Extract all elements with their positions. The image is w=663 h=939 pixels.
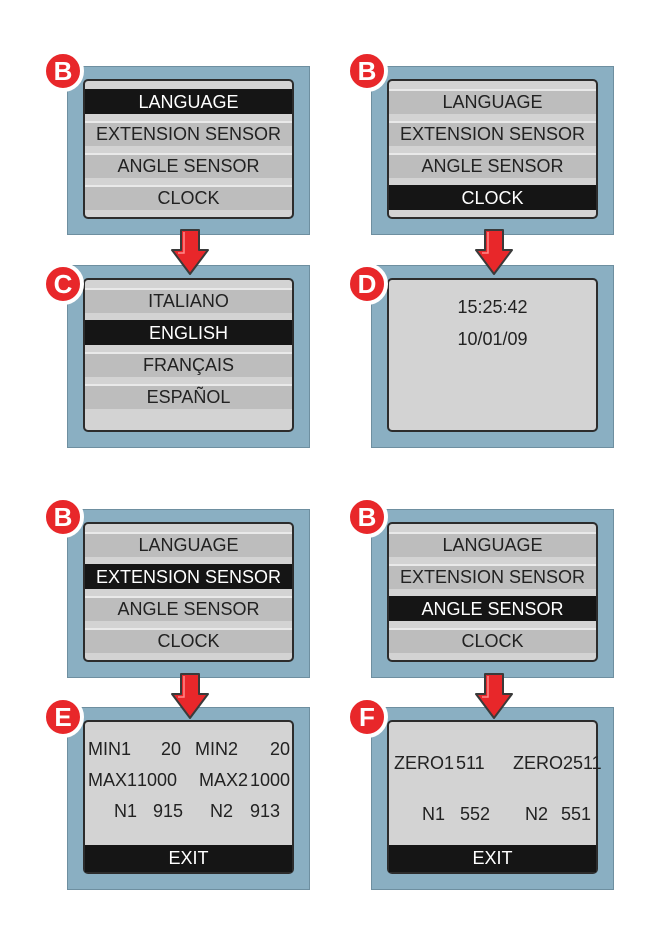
n1-label: N1 [114, 801, 138, 821]
max2-value: 1000 [250, 770, 291, 790]
language-panel: ITALIANO ENGLISH FRANÇAIS ESPAÑOL [67, 265, 310, 448]
max1-value: 1000 [137, 770, 178, 790]
n2-label: N2 [210, 801, 234, 821]
step-badge-b: B [346, 50, 388, 92]
lcd-screen: LANGUAGE EXTENSION SENSOR ANGLE SENSOR C… [387, 522, 598, 662]
language-item-italiano[interactable]: ITALIANO [85, 288, 292, 313]
down-arrow-icon [171, 673, 209, 719]
angle-panel: ZERO1 511 ZERO2 511 N1 552 N2 551 EXIT [371, 707, 614, 890]
down-arrow-icon [475, 673, 513, 719]
menu-panel-language: LANGUAGE EXTENSION SENSOR ANGLE SENSOR C… [67, 66, 310, 235]
step-badge-b: B [42, 496, 84, 538]
menu-item-language[interactable]: LANGUAGE [85, 532, 292, 557]
menu-item-extension-sensor[interactable]: EXTENSION SENSOR [85, 564, 292, 589]
lcd-screen: LANGUAGE EXTENSION SENSOR ANGLE SENSOR C… [83, 79, 294, 219]
menu-item-extension-sensor[interactable]: EXTENSION SENSOR [389, 121, 596, 146]
lcd-screen: LANGUAGE EXTENSION SENSOR ANGLE SENSOR C… [83, 522, 294, 662]
menu-panel-clock: LANGUAGE EXTENSION SENSOR ANGLE SENSOR C… [371, 66, 614, 235]
n1-value: 552 [460, 804, 491, 824]
n2-value: 551 [561, 804, 592, 824]
clock-date: 10/01/09 [457, 329, 528, 349]
extension-panel: MIN1 20 MIN2 20 MAX1 1000 MAX2 1000 N1 9… [67, 707, 310, 890]
menu-item-angle-sensor[interactable]: ANGLE SENSOR [85, 596, 292, 621]
n1-value: 915 [153, 801, 184, 821]
menu-item-angle-sensor[interactable]: ANGLE SENSOR [389, 596, 596, 621]
menu-item-language[interactable]: LANGUAGE [389, 89, 596, 114]
step-badge-d: D [346, 263, 388, 305]
step-badge-b: B [346, 496, 388, 538]
menu-item-clock[interactable]: CLOCK [85, 185, 292, 210]
min1-value: 20 [161, 739, 182, 759]
menu-item-clock[interactable]: CLOCK [389, 628, 596, 653]
max1-label: MAX1 [88, 770, 138, 790]
exit-button[interactable]: EXIT [389, 845, 596, 872]
menu-item-language[interactable]: LANGUAGE [389, 532, 596, 557]
zero2-label: ZERO2 [513, 753, 574, 773]
n1-label: N1 [422, 804, 446, 824]
language-item-francais[interactable]: FRANÇAIS [85, 352, 292, 377]
down-arrow-icon [475, 229, 513, 275]
min1-label: MIN1 [88, 739, 132, 759]
exit-button[interactable]: EXIT [85, 845, 292, 872]
clock-time: 15:25:42 [457, 297, 528, 317]
step-badge-c: C [42, 263, 84, 305]
menu-item-language[interactable]: LANGUAGE [85, 89, 292, 114]
max2-label: MAX2 [199, 770, 249, 790]
n2-label: N2 [525, 804, 549, 824]
step-badge-e: E [42, 696, 84, 738]
lcd-screen: 15:25:42 10/01/09 [387, 278, 598, 432]
min2-value: 20 [270, 739, 291, 759]
menu-item-clock[interactable]: CLOCK [389, 185, 596, 210]
zero1-value: 511 [456, 753, 485, 773]
menu-panel-extension: LANGUAGE EXTENSION SENSOR ANGLE SENSOR C… [67, 509, 310, 678]
menu-item-angle-sensor[interactable]: ANGLE SENSOR [85, 153, 292, 178]
lcd-screen: ITALIANO ENGLISH FRANÇAIS ESPAÑOL [83, 278, 294, 432]
lcd-screen: LANGUAGE EXTENSION SENSOR ANGLE SENSOR C… [387, 79, 598, 219]
menu-item-angle-sensor[interactable]: ANGLE SENSOR [389, 153, 596, 178]
zero1-label: ZERO1 [394, 753, 455, 773]
lcd-screen: MIN1 20 MIN2 20 MAX1 1000 MAX2 1000 N1 9… [83, 720, 294, 874]
clock-panel: 15:25:42 10/01/09 [371, 265, 614, 448]
menu-item-clock[interactable]: CLOCK [85, 628, 292, 653]
menu-panel-angle: LANGUAGE EXTENSION SENSOR ANGLE SENSOR C… [371, 509, 614, 678]
zero2-value: 511 [573, 753, 602, 773]
menu-item-extension-sensor[interactable]: EXTENSION SENSOR [85, 121, 292, 146]
down-arrow-icon [171, 229, 209, 275]
language-item-espanol[interactable]: ESPAÑOL [85, 384, 292, 409]
lcd-screen: ZERO1 511 ZERO2 511 N1 552 N2 551 EXIT [387, 720, 602, 874]
language-item-english[interactable]: ENGLISH [85, 320, 292, 345]
min2-label: MIN2 [195, 739, 239, 759]
step-badge-b: B [42, 50, 84, 92]
n2-value: 913 [250, 801, 281, 821]
menu-item-extension-sensor[interactable]: EXTENSION SENSOR [389, 564, 596, 589]
step-badge-f: F [346, 696, 388, 738]
